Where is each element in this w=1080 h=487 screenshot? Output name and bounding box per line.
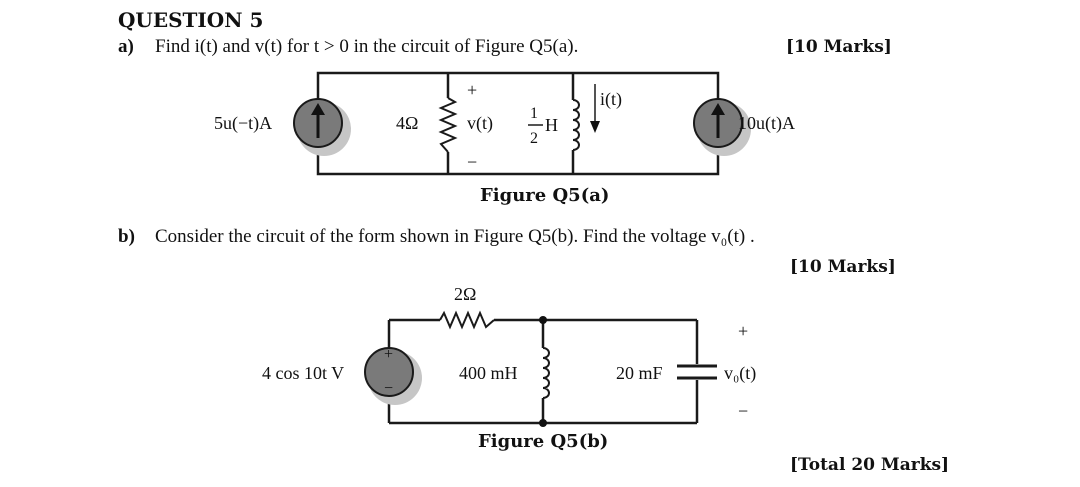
figure-a-inductor: [564, 99, 582, 151]
part-a-text: Find i(t) and v(t) for t > 0 in the circ…: [155, 36, 579, 57]
figure-a-minus: −: [467, 152, 477, 172]
figure-a-current-source-left: [293, 98, 351, 156]
figure-a-voltage-label: v(t): [467, 113, 493, 134]
figure-a-resistor-label: 4Ω: [396, 113, 418, 133]
figure-b-source-label: 4 cos 10t V: [262, 363, 344, 383]
figure-b-caption: Figure Q5(b): [478, 431, 608, 452]
part-b-label: b): [118, 226, 135, 247]
figure-b-voltage-source: [364, 347, 422, 405]
question-title: QUESTION 5: [118, 8, 264, 32]
figure-b-resistor-label: 2Ω: [454, 284, 476, 304]
figure-b-inductor-label: 400 mH: [459, 363, 518, 383]
figure-a-resistor: [438, 97, 458, 153]
figure-a-plus: +: [467, 80, 477, 100]
figure-a-inductor-numerator: 1: [530, 105, 538, 122]
part-a-marks: [10 Marks]: [786, 37, 892, 57]
figure-a-current-arrow: [590, 84, 600, 133]
figure-a-current-label: i(t): [600, 89, 622, 110]
figure-b-node-top: [539, 316, 547, 324]
figure-b-capacitor: [677, 364, 717, 380]
figure-a-caption: Figure Q5(a): [480, 185, 609, 206]
total-marks: [Total 20 Marks]: [790, 455, 950, 475]
figure-b-output-minus: −: [738, 401, 748, 421]
part-b-marks: [10 Marks]: [790, 257, 896, 277]
figure-b-capacitor-label: 20 mF: [616, 363, 663, 383]
figure-b-source-minus: −: [384, 380, 393, 397]
figure-b-source-plus: +: [384, 346, 393, 363]
part-a-label: a): [118, 36, 134, 57]
figure-b-node-bottom: [539, 419, 547, 427]
figure-b-output-label: v₀(t): [724, 363, 756, 384]
figure-a-source-right-label: 10u(t)A: [738, 113, 795, 134]
figure-b-output-plus: +: [738, 321, 748, 341]
part-b-text: Consider the circuit of the form shown i…: [155, 226, 755, 247]
figure-b-inductor: [534, 347, 552, 399]
figure-a-inductor-unit: H: [545, 115, 558, 135]
figure-a-source-left-label: 5u(−t)A: [214, 113, 272, 134]
figure-a-inductor-denominator: 2: [530, 130, 538, 147]
figure-b-resistor: [439, 310, 495, 330]
figure-a-current-source-right: [693, 98, 751, 156]
